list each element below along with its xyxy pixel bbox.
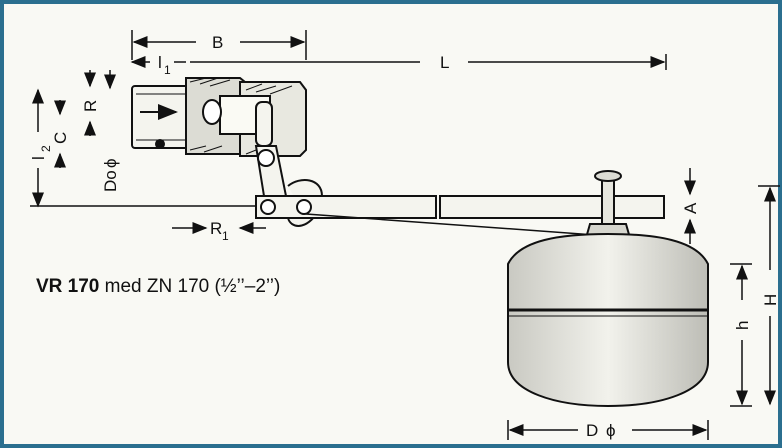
svg-text:2: 2 bbox=[39, 145, 53, 152]
dim-label-l2: l 2 bbox=[29, 145, 53, 160]
diagram-caption: VR 170 med ZN 170 (½’’–2’’) bbox=[36, 276, 280, 298]
svg-text:h: h bbox=[733, 321, 752, 330]
svg-text:A: A bbox=[681, 202, 700, 214]
float-tank bbox=[507, 170, 709, 408]
dim-label-L: L bbox=[440, 53, 449, 72]
dim-label-C: C bbox=[51, 132, 70, 144]
svg-text:C: C bbox=[51, 132, 70, 144]
dim-label-H: H bbox=[761, 294, 780, 306]
svg-text:Do: Do bbox=[101, 170, 120, 192]
svg-text:R: R bbox=[210, 219, 222, 238]
svg-text:1: 1 bbox=[164, 63, 171, 77]
svg-text:D: D bbox=[586, 421, 598, 440]
dim-label-R: R bbox=[81, 100, 100, 112]
svg-text:H: H bbox=[761, 294, 780, 306]
dim-label-R1: R 1 bbox=[210, 219, 229, 243]
dim-label-D: D ϕ bbox=[586, 421, 616, 440]
svg-text:1: 1 bbox=[222, 229, 229, 243]
svg-text:l: l bbox=[29, 156, 48, 160]
svg-text:R: R bbox=[81, 100, 100, 112]
dim-label-A: A bbox=[681, 202, 700, 214]
dim-label-Do: Do ϕ bbox=[101, 158, 120, 192]
svg-text:ϕ: ϕ bbox=[101, 158, 120, 168]
valve-body bbox=[131, 77, 307, 157]
caption-model: VR 170 bbox=[36, 276, 100, 297]
dim-label-B: B bbox=[212, 33, 223, 52]
svg-text:l: l bbox=[158, 53, 162, 72]
dimension-lines bbox=[30, 30, 780, 440]
dim-label-l1: l 1 bbox=[158, 53, 171, 77]
dim-label-h: h bbox=[733, 321, 752, 330]
svg-text:ϕ: ϕ bbox=[606, 421, 616, 440]
caption-text: med ZN 170 (½’’–2’’) bbox=[99, 276, 281, 297]
